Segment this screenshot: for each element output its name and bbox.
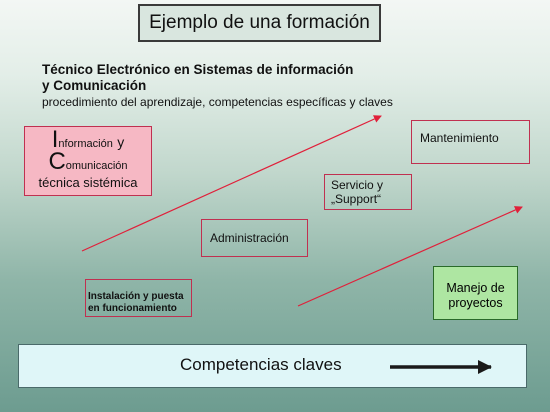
stage-instalacion-line-1: Instalación y puesta bbox=[88, 291, 184, 302]
ict-line-3: técnica sistémica bbox=[38, 175, 138, 190]
heading-line-2: y Comunicación bbox=[42, 78, 147, 93]
ict-line-1: Información y bbox=[25, 128, 151, 153]
ict-and: y bbox=[117, 134, 125, 150]
stage-servicio-line-1: Servicio y bbox=[331, 178, 384, 192]
stage-servicio: Servicio y „Support“ bbox=[324, 174, 412, 210]
stage-proyectos: Manejo de proyectos bbox=[433, 266, 518, 320]
stage-instalacion: Instalación y puesta en funcionamiento bbox=[85, 279, 192, 317]
stage-servicio-line-2: „Support“ bbox=[331, 192, 382, 206]
stage-administracion: Administración bbox=[201, 219, 308, 257]
ict-line-2: Comunicación bbox=[25, 150, 151, 175]
heading-line-1: Técnico Electrónico en Sistemas de infor… bbox=[42, 62, 354, 77]
slide-title: Ejemplo de una formación bbox=[138, 4, 381, 42]
stage-instalacion-line-2: en funcionamiento bbox=[88, 303, 177, 314]
ict-box: Información y Comunicación técnica sisté… bbox=[24, 126, 152, 196]
stage-proyectos-line-2: proyectos bbox=[448, 296, 503, 310]
ict-i-rest: nformación bbox=[58, 138, 113, 150]
stage-mantenimiento: Mantenimiento bbox=[411, 120, 530, 164]
stage-proyectos-line-1: Manejo de bbox=[446, 281, 505, 295]
competencias-bar: Competencias claves bbox=[18, 344, 527, 388]
ict-c-rest: omunicación bbox=[65, 160, 128, 172]
competencias-label: Competencias claves bbox=[180, 355, 342, 374]
ict-c-letter: C bbox=[48, 148, 66, 175]
ict-i-letter: I bbox=[51, 126, 59, 153]
heading-subtitle: procedimiento del aprendizaje, competenc… bbox=[42, 95, 393, 109]
